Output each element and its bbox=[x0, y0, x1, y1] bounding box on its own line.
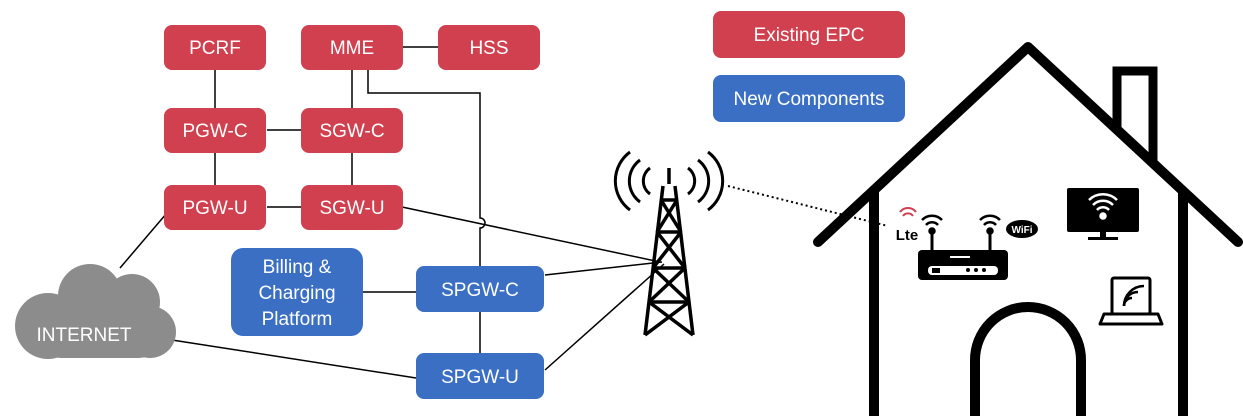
lte-wifi-router-icon: Lte WiFi bbox=[896, 207, 1038, 280]
link-spgwc-tower bbox=[544, 261, 663, 276]
house-icon bbox=[813, 42, 1243, 416]
mme-label: MME bbox=[330, 38, 374, 59]
hss-node: HSS bbox=[438, 25, 540, 70]
pcrf-node: PCRF bbox=[164, 25, 266, 70]
billing-label-line2: Charging bbox=[258, 283, 335, 304]
link-spgwu-tower bbox=[544, 263, 665, 371]
lte-text: Lte bbox=[896, 227, 919, 244]
router-wifi-right-icon bbox=[979, 214, 1001, 235]
sgw-u-node: SGW-U bbox=[301, 185, 403, 230]
legend-existing-label: Existing EPC bbox=[754, 25, 865, 46]
spgw-u-label: SPGW-U bbox=[441, 367, 519, 388]
pcrf-label: PCRF bbox=[189, 38, 241, 59]
new-nodes: Billing & Charging Platform SPGW-C SPGW-… bbox=[231, 248, 544, 399]
hss-label: HSS bbox=[469, 38, 508, 59]
billing-label-line3: Platform bbox=[262, 309, 333, 330]
legend: Existing EPC New Components bbox=[713, 11, 905, 122]
internet-cloud: INTERNET bbox=[15, 264, 176, 359]
cloud-icon bbox=[15, 264, 176, 359]
mme-node: MME bbox=[301, 25, 403, 70]
pgw-c-node: PGW-C bbox=[164, 108, 266, 153]
billing-charging-node: Billing & Charging Platform bbox=[231, 248, 363, 336]
lte-badge-icon: Lte bbox=[896, 207, 919, 244]
legend-existing-epc: Existing EPC bbox=[713, 11, 905, 58]
billing-label-line1: Billing & bbox=[263, 257, 332, 278]
router-wifi-left-icon bbox=[921, 214, 943, 235]
wifi-badge-icon: WiFi bbox=[1006, 220, 1038, 238]
pgw-u-node: PGW-U bbox=[164, 185, 266, 230]
spgw-c-label: SPGW-C bbox=[441, 280, 519, 301]
pgw-c-label: PGW-C bbox=[182, 121, 247, 142]
sgw-c-label: SGW-C bbox=[319, 121, 384, 142]
spgw-u-node: SPGW-U bbox=[416, 353, 544, 399]
epc-nodes: PCRF MME HSS PGW-C SGW-C PGW-U SGW-U bbox=[164, 25, 540, 230]
internet-label: INTERNET bbox=[37, 325, 132, 346]
connections bbox=[119, 46, 889, 379]
sgw-u-label: SGW-U bbox=[319, 198, 384, 219]
legend-new-components: New Components bbox=[713, 75, 905, 122]
sgw-c-node: SGW-C bbox=[301, 108, 403, 153]
spgw-c-node: SPGW-C bbox=[416, 266, 544, 312]
wifi-laptop-icon bbox=[1098, 276, 1164, 326]
wifi-tv-icon bbox=[1067, 188, 1139, 240]
link-sgwu-tower bbox=[401, 206, 661, 263]
pgw-u-label: PGW-U bbox=[182, 198, 247, 219]
link-mme-spgwc bbox=[367, 70, 486, 268]
link-internet-spgwu bbox=[171, 339, 417, 379]
link-internet-pgwu bbox=[119, 206, 173, 269]
wifi-text: WiFi bbox=[1011, 225, 1032, 236]
legend-new-label: New Components bbox=[733, 89, 884, 110]
cell-tower-icon bbox=[613, 150, 725, 337]
